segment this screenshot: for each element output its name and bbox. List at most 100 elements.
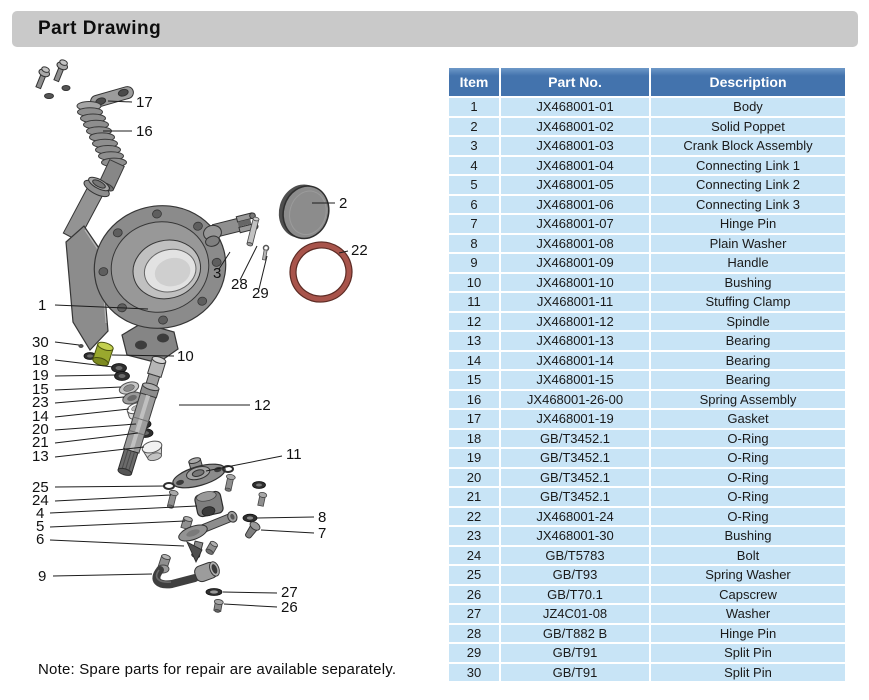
callout-leader-line-30 — [54, 341, 80, 346]
part-no-cell: JX468001-11 — [501, 293, 649, 311]
callout-leader-line-15 — [54, 386, 122, 391]
description-cell: O-Ring — [651, 507, 845, 525]
note-text: Note: Spare parts for repair are availab… — [38, 661, 397, 678]
callout-leader-line-25 — [54, 485, 166, 488]
description-cell: Bushing — [651, 273, 845, 291]
part-crank-block — [203, 212, 259, 247]
callout-label-14: 14 — [32, 408, 49, 425]
callout-label-22: 22 — [351, 242, 368, 259]
part-no-cell: JX468001-05 — [501, 176, 649, 194]
part-capscrew-26 — [213, 598, 224, 613]
callout-label-21: 21 — [32, 434, 49, 451]
callout-leader-line-22 — [338, 250, 349, 254]
callout-label-18: 18 — [32, 352, 49, 369]
part-no-cell: GB/T70.1 — [501, 585, 649, 603]
item-cell: 26 — [449, 585, 499, 603]
description-cell: Spring Assembly — [651, 390, 845, 408]
part-hinge-pin-7 — [245, 521, 261, 539]
part-no-cell: GB/T93 — [501, 566, 649, 584]
callout-label-9: 9 — [38, 568, 46, 585]
callout-labels: 1716222328291301819152314202113101211252… — [32, 94, 368, 616]
part-no-cell: JX468001-19 — [501, 410, 649, 428]
callout-label-1: 1 — [38, 297, 46, 314]
part-connecting-links — [178, 490, 238, 564]
item-cell: 3 — [449, 137, 499, 155]
callout-label-10: 10 — [177, 348, 194, 365]
item-cell: 25 — [449, 566, 499, 584]
part-no-cell: GB/T91 — [501, 644, 649, 662]
description-cell: Bolt — [651, 546, 845, 564]
description-cell: Bearing — [651, 351, 845, 369]
description-cell: Bearing — [651, 332, 845, 350]
description-cell: Bushing — [651, 527, 845, 545]
description-cell: Split Pin — [651, 644, 845, 662]
description-cell: Washer — [651, 605, 845, 623]
callout-label-28: 28 — [231, 276, 248, 293]
callout-label-17: 17 — [136, 94, 153, 111]
part-handle — [152, 554, 220, 589]
part-no-cell: GB/T91 — [501, 663, 649, 681]
item-cell: 1 — [449, 98, 499, 116]
callout-label-13: 13 — [32, 448, 49, 465]
item-cell: 13 — [449, 332, 499, 350]
column-header-part-no: Part No. — [501, 68, 649, 96]
callout-leader-line-21 — [54, 432, 139, 444]
item-cell: 21 — [449, 488, 499, 506]
description-cell: Bearing — [651, 371, 845, 389]
description-cell: Connecting Link 1 — [651, 156, 845, 174]
exploded-view-svg: 1716222328291301819152314202113101211252… — [32, 59, 368, 616]
callout-label-6: 6 — [36, 531, 44, 548]
callout-label-3: 3 — [213, 265, 221, 282]
callout-leader-line-29 — [258, 255, 268, 290]
callout-leader-line-19 — [54, 374, 117, 377]
item-cell: 14 — [449, 351, 499, 369]
item-cell: 2 — [449, 117, 499, 135]
description-cell: O-Ring — [651, 488, 845, 506]
part-no-cell: JX468001-04 — [501, 156, 649, 174]
part-washer-pin-upper — [252, 481, 268, 507]
part-bolt-spring-washer-right — [222, 465, 236, 492]
part-no-cell: JX468001-14 — [501, 351, 649, 369]
callout-label-27: 27 — [281, 584, 298, 601]
item-cell: 27 — [449, 605, 499, 623]
item-cell: 16 — [449, 390, 499, 408]
callout-leader-line-4 — [49, 505, 198, 514]
callout-leader-line-11 — [205, 455, 283, 472]
callout-label-15: 15 — [32, 381, 49, 398]
item-cell: 19 — [449, 449, 499, 467]
callout-leader-line-24 — [54, 494, 172, 502]
part-no-cell: JX468001-06 — [501, 195, 649, 213]
part-no-cell: GB/T3452.1 — [501, 449, 649, 467]
callout-label-19: 19 — [32, 367, 49, 384]
part-no-cell: JX468001-15 — [501, 371, 649, 389]
description-cell: Connecting Link 2 — [651, 176, 845, 194]
description-cell: Stuffing Clamp — [651, 293, 845, 311]
description-cell: Hinge Pin — [651, 624, 845, 642]
callout-leader-line-3 — [218, 251, 231, 270]
item-cell: 8 — [449, 234, 499, 252]
part-no-cell: JX468001-02 — [501, 117, 649, 135]
part-no-cell: JX468001-07 — [501, 215, 649, 233]
item-cell: 20 — [449, 468, 499, 486]
part-no-cell: JX468001-01 — [501, 98, 649, 116]
description-cell: Connecting Link 3 — [651, 195, 845, 213]
part-body — [62, 176, 227, 364]
callout-leader-line-6 — [49, 539, 185, 547]
